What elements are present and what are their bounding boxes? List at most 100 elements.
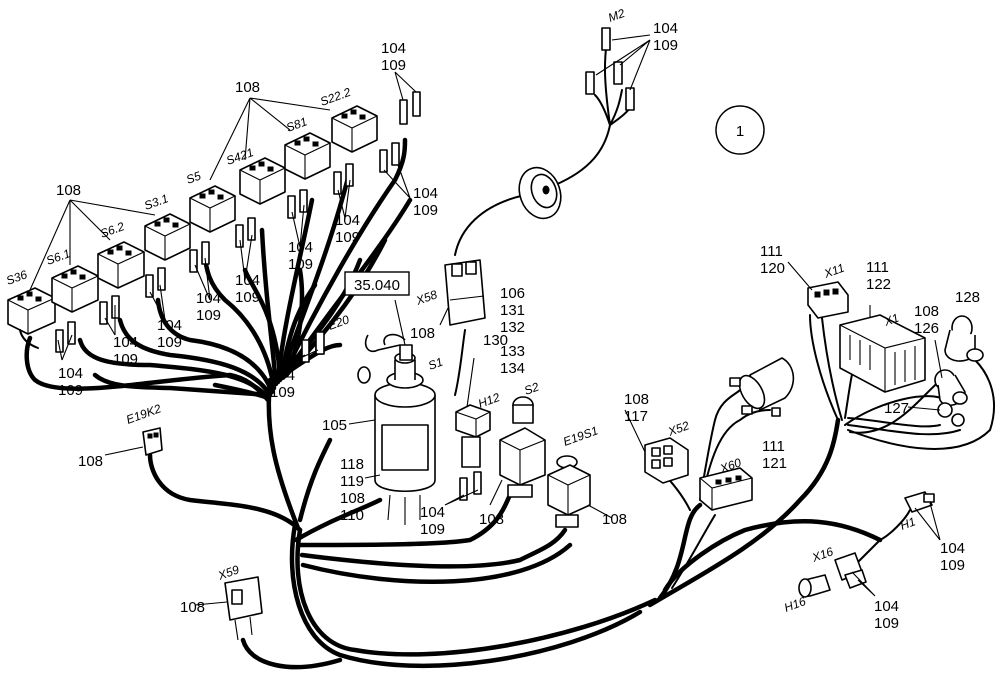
callout-109: 109	[420, 521, 445, 538]
callout-109: 109	[381, 57, 406, 74]
callout-108: 108	[340, 490, 365, 507]
connector-X52-shape	[644, 437, 689, 484]
callout-109: 109	[58, 382, 83, 399]
callout-104: 104	[288, 239, 313, 256]
switch-S3-1	[144, 213, 191, 261]
callout-104: 104	[940, 540, 965, 557]
callout-105: 105	[322, 417, 347, 434]
callout-121: 121	[762, 455, 787, 472]
callout-104: 104	[653, 20, 678, 37]
callout-122: 122	[866, 276, 891, 293]
callout-104: 104	[113, 334, 138, 351]
center-branch-wires	[454, 47, 633, 396]
callout-108: 108	[602, 511, 627, 528]
label-S6-2: S6.2	[98, 219, 126, 241]
callout-130: 130	[483, 332, 508, 349]
lamp-sockets	[934, 315, 984, 427]
m2-terminals	[585, 27, 635, 111]
callout-104: 104	[420, 504, 445, 521]
label-S3-1: S3.1	[142, 191, 170, 213]
callout-118: 118	[340, 456, 364, 473]
label-S22-2: S22.2	[318, 85, 353, 109]
callout-104: 104	[58, 365, 83, 382]
connector-X1-shape	[839, 314, 926, 393]
label-X58: X58	[413, 287, 439, 308]
terminals-E20	[315, 331, 325, 355]
callout-104: 104	[335, 212, 360, 229]
callout-108: 108	[479, 511, 504, 528]
callout-104: 104	[196, 290, 221, 307]
round-connector	[729, 357, 795, 417]
switch-S36	[7, 287, 56, 349]
callout-133: 133	[500, 343, 525, 360]
callout-109: 109	[335, 229, 360, 246]
callout-108: 108	[914, 303, 939, 320]
callout-109: 109	[413, 202, 438, 219]
callout-126: 126	[914, 320, 939, 337]
callout-109: 109	[235, 289, 260, 306]
connector-X11-shape	[807, 281, 849, 319]
circle-number: 1	[736, 123, 744, 140]
label-S36: S36	[4, 267, 29, 288]
callout-109: 109	[113, 351, 138, 368]
callout-110: 110	[340, 507, 364, 524]
callout-104: 104	[874, 598, 899, 615]
label-S5: S5	[184, 169, 203, 187]
switch-S421	[239, 157, 286, 205]
switch-S22-2	[331, 105, 378, 153]
main-harness-trunk	[147, 377, 883, 670]
callout-117: 117	[624, 408, 648, 425]
switch-S5	[189, 185, 236, 233]
callout-108: 108	[78, 453, 103, 470]
grommet-disc	[518, 166, 562, 220]
part-number-labels: 108 108 104 109 104 109 104 109 104 109 …	[56, 20, 980, 632]
callout-119: 119	[340, 473, 364, 490]
reference-box: 35.040	[344, 271, 410, 296]
callout-127: 127	[884, 400, 909, 417]
callout-120: 120	[760, 260, 785, 277]
callout-109: 109	[653, 37, 678, 54]
callout-111: 111	[760, 243, 783, 260]
connector-X58-shape	[444, 259, 486, 326]
label-S81: S81	[284, 114, 309, 134]
switch-S6-2	[97, 241, 145, 289]
callout-131: 131	[500, 302, 525, 319]
reference-number: 35.040	[354, 277, 400, 294]
label-X16: X16	[809, 544, 835, 565]
switch-S81	[284, 132, 331, 180]
callout-104: 104	[413, 185, 438, 202]
label-M2: M2	[606, 6, 627, 25]
callout-111: 111	[866, 259, 889, 276]
callout-108: 108	[180, 599, 205, 616]
callout-109: 109	[196, 307, 221, 324]
callout-104: 104	[157, 317, 182, 334]
callout-111: 111	[762, 438, 785, 455]
diagram-index-circle: 1	[715, 105, 765, 155]
label-E19K2: E19K2	[124, 401, 163, 427]
callout-108: 108	[624, 391, 649, 408]
label-H12: H12	[476, 390, 502, 411]
label-S1: S1	[426, 355, 445, 373]
connector-X59-shape	[224, 576, 263, 641]
callout-132: 132	[500, 319, 525, 336]
callout-109: 109	[157, 334, 182, 351]
callout-109: 109	[270, 384, 295, 401]
connector-H1-shape	[904, 491, 935, 513]
callout-109: 109	[874, 615, 899, 632]
label-S2: S2	[522, 380, 541, 398]
switch-S2-shape	[499, 396, 546, 498]
callout-134: 134	[500, 360, 525, 377]
callout-109: 109	[288, 256, 313, 273]
callout-108: 108	[56, 182, 81, 199]
callout-108: 108	[235, 79, 260, 96]
connector-E19K2-shape	[142, 427, 163, 456]
upper-switch-bundle	[24, 137, 413, 403]
label-X52: X52	[665, 418, 691, 439]
leader-lines	[29, 34, 943, 606]
callout-104: 104	[270, 367, 295, 384]
ignition-switch-S1-shape	[357, 333, 436, 525]
switch-S6-1	[51, 265, 99, 313]
callout-109: 109	[940, 557, 965, 574]
